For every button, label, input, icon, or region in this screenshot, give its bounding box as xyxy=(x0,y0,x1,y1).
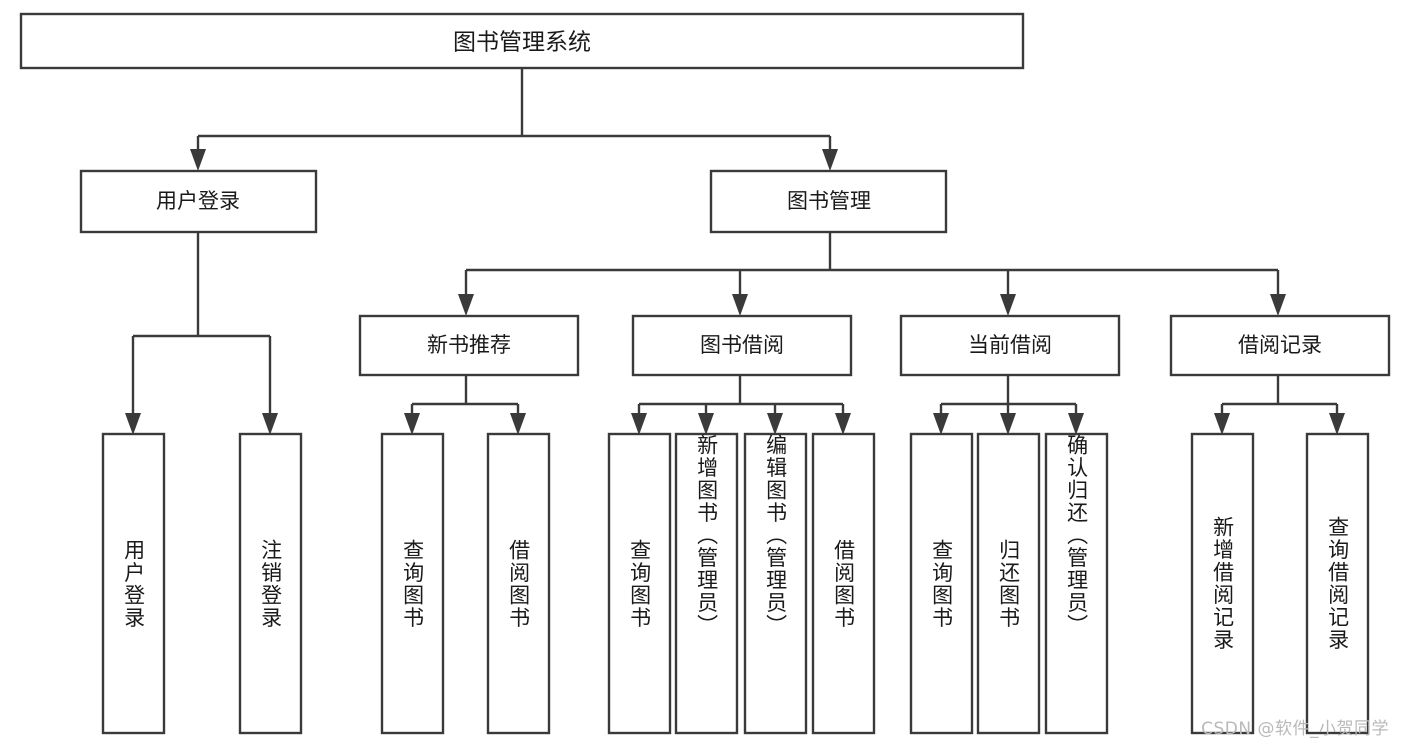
node-label-borrow-record: 借阅记录 xyxy=(1238,333,1322,357)
leaf-box-user-login-1[interactable] xyxy=(101,432,166,735)
leaf-box-book-borrow-2[interactable] xyxy=(674,432,739,735)
node-label-root: 图书管理系统 xyxy=(453,30,591,56)
leaf-box-group-user-login xyxy=(101,432,303,735)
arrow-to-leaf-b3 xyxy=(767,413,783,435)
arrow-to-leaf-n1 xyxy=(404,413,420,435)
arrow-to-user-login xyxy=(190,149,206,171)
leaf-box-current-borrow-3[interactable] xyxy=(1044,432,1109,735)
leaf-box-current-borrow-2[interactable] xyxy=(976,432,1041,735)
node-borrow-record[interactable]: 借阅记录 xyxy=(1169,314,1391,377)
arrow-to-leaf-b4 xyxy=(835,413,851,435)
csdn-watermark: CSDN @软件_小贺同学 xyxy=(1201,719,1389,739)
node-user-login[interactable]: 用户登录 xyxy=(79,169,318,234)
leaf-box-borrow-record-2[interactable] xyxy=(1305,432,1370,735)
leaf-box-current-borrow-1[interactable] xyxy=(909,432,974,735)
connector-group-book-mgmt-children xyxy=(458,232,1286,316)
connector-group-book-borrow-children xyxy=(631,375,851,435)
node-label-user-login: 用户登录 xyxy=(156,189,240,213)
leaf-box-borrow-record-1[interactable] xyxy=(1190,432,1255,735)
leaf-box-book-borrow-3[interactable] xyxy=(743,432,808,735)
arrow-to-leaf-c1 xyxy=(933,413,949,435)
node-book-management[interactable]: 图书管理 xyxy=(709,169,948,234)
connector-group-borrow-record-children xyxy=(1214,375,1345,435)
node-current-borrow[interactable]: 当前借阅 xyxy=(899,314,1121,377)
arrow-to-leaf-n2 xyxy=(510,413,526,435)
node-book-borrow[interactable]: 图书借阅 xyxy=(631,314,853,377)
arrow-to-book-mgmt xyxy=(822,149,838,171)
arrow-to-leaf-b2 xyxy=(698,413,714,435)
leaf-box-book-borrow-4[interactable] xyxy=(811,432,876,735)
leaf-box-book-borrow-1[interactable] xyxy=(607,432,672,735)
arrow-to-new-book-recommend xyxy=(458,294,474,316)
node-new-book-recommend[interactable]: 新书推荐 xyxy=(358,314,580,377)
leaf-box-new-book-2[interactable] xyxy=(486,432,551,735)
node-label-current-borrow: 当前借阅 xyxy=(968,333,1052,357)
arrow-to-leaf-u2 xyxy=(262,413,278,435)
leaf-box-group-borrow-record xyxy=(1190,432,1370,735)
arrow-to-leaf-r1 xyxy=(1214,413,1230,435)
arrow-to-leaf-r2 xyxy=(1329,413,1345,435)
node-label-new-book-recommend: 新书推荐 xyxy=(427,333,511,357)
arrow-to-book-borrow xyxy=(732,294,748,316)
node-label-book-management: 图书管理 xyxy=(787,189,871,213)
connector-group-new-book-children xyxy=(404,375,526,435)
arrow-to-leaf-u1 xyxy=(125,413,141,435)
connector-group-current-borrow-children xyxy=(933,375,1084,435)
leaf-box-user-login-2[interactable] xyxy=(238,432,303,735)
arrow-to-leaf-c3 xyxy=(1068,413,1084,435)
leaf-box-group-current-borrow xyxy=(909,432,1109,735)
connector-group-user-login-children xyxy=(125,232,278,435)
connector-group-root-to-level2 xyxy=(190,68,838,171)
leaf-box-new-book-1[interactable] xyxy=(380,432,445,735)
node-label-book-borrow: 图书借阅 xyxy=(700,333,784,357)
leaf-box-group-book-borrow xyxy=(607,432,876,735)
leaf-box-group-new-book-recommend xyxy=(380,432,551,735)
arrow-to-borrow-record xyxy=(1270,294,1286,316)
arrow-to-current-borrow xyxy=(1000,294,1016,316)
arrow-to-leaf-b1 xyxy=(631,413,647,435)
arrow-to-leaf-c2 xyxy=(1000,413,1016,435)
node-root-system[interactable]: 图书管理系统 xyxy=(19,12,1025,70)
